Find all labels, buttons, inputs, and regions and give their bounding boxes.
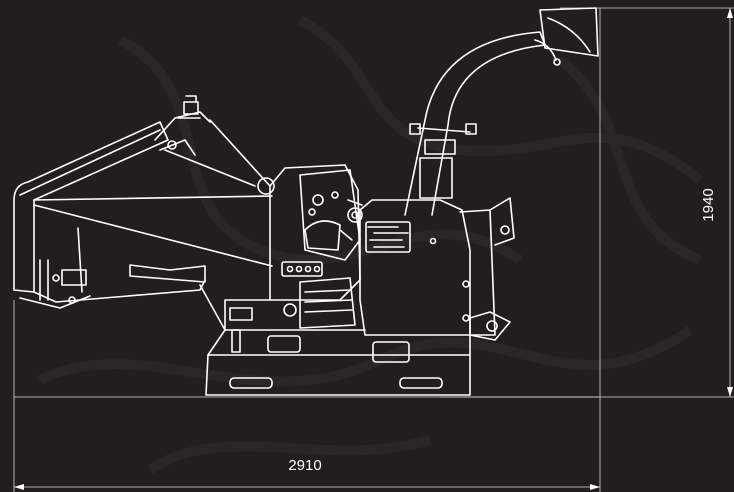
background-pattern (37, 15, 704, 475)
arrow-left (14, 484, 24, 490)
height-label: 1940 (700, 188, 717, 221)
flywheel-housing (257, 164, 363, 301)
arrow-top (727, 8, 733, 18)
wood-chipper (13, 7, 599, 396)
length-label: 2910 (288, 457, 321, 474)
arrow-bottom (727, 387, 733, 397)
arrow-right (590, 484, 600, 490)
safety-bar (154, 95, 271, 187)
engine-body (359, 197, 515, 341)
chassis (199, 284, 471, 396)
feed-rollers (229, 277, 356, 329)
feed-hopper (13, 121, 273, 309)
discharge-chute (404, 7, 599, 216)
